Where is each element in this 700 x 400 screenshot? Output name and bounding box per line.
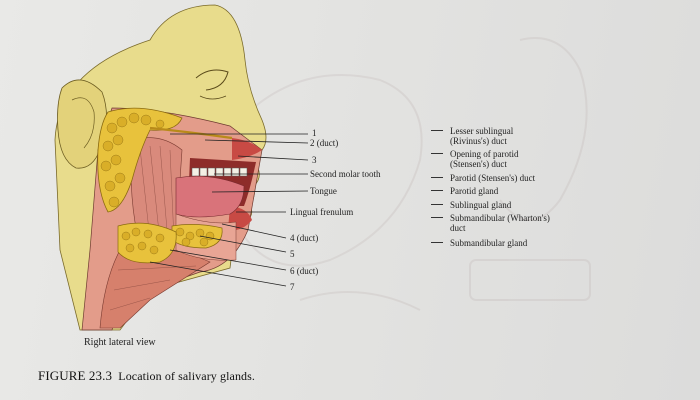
key-item: Opening of parotid(Stensen's) duct bbox=[431, 149, 518, 169]
callout-7: 7 bbox=[290, 282, 295, 292]
callout-6-duct: 6 (duct) bbox=[290, 266, 319, 276]
answer-blank[interactable] bbox=[431, 177, 443, 178]
figure-title: Location of salivary glands. bbox=[118, 369, 256, 383]
key-item: Submandibular gland bbox=[431, 238, 527, 249]
key-item: Parotid gland bbox=[431, 186, 498, 197]
callout-tongue: Tongue bbox=[310, 186, 337, 196]
answer-blank[interactable] bbox=[431, 190, 443, 191]
key-item: Sublingual gland bbox=[431, 200, 511, 211]
callout-4-duct: 4 (duct) bbox=[290, 233, 319, 243]
leader-lines bbox=[149, 133, 309, 287]
answer-blank[interactable] bbox=[431, 217, 443, 218]
answer-blank[interactable] bbox=[431, 204, 443, 205]
figure-number: FIGURE 23.3 bbox=[38, 368, 113, 383]
callout-2-duct: 2 (duct) bbox=[310, 138, 339, 148]
answer-blank[interactable] bbox=[431, 130, 443, 131]
parotid-gland bbox=[97, 107, 183, 213]
view-label: Right lateral view bbox=[84, 337, 156, 348]
key-item: Lesser sublingual(Rivinus's) duct bbox=[431, 126, 513, 146]
callout-second-molar: Second molar tooth bbox=[310, 169, 381, 179]
answer-blank[interactable] bbox=[431, 242, 443, 243]
ear bbox=[57, 79, 107, 169]
answer-blank[interactable] bbox=[431, 153, 443, 154]
upper-teeth bbox=[191, 167, 248, 177]
parotid-duct bbox=[149, 126, 233, 140]
callout-5: 5 bbox=[290, 249, 295, 259]
upper-lip bbox=[232, 138, 262, 160]
tongue bbox=[175, 175, 245, 218]
key-item: Submandibular (Wharton's)duct bbox=[431, 213, 550, 233]
key-item: Parotid (Stensen's) duct bbox=[431, 173, 535, 184]
figure-caption: FIGURE 23.3 Location of salivary glands. bbox=[38, 368, 255, 384]
submandibular-gland bbox=[117, 222, 177, 264]
callout-1: 1 bbox=[312, 128, 317, 138]
callout-lingual-frenulum: Lingual frenulum bbox=[290, 207, 354, 217]
eye bbox=[195, 69, 229, 91]
callout-3: 3 bbox=[312, 155, 317, 165]
